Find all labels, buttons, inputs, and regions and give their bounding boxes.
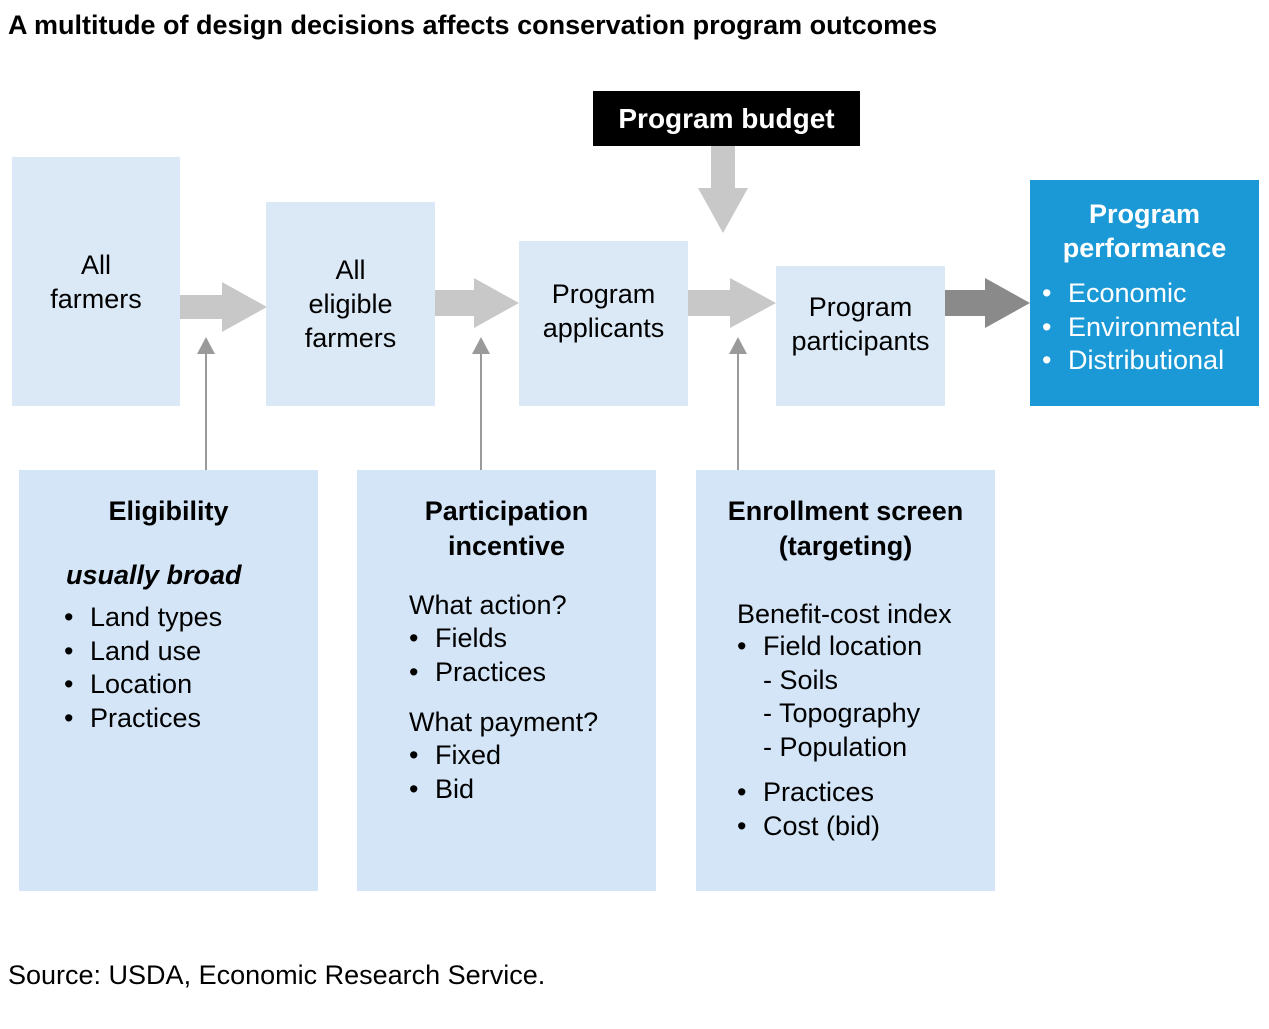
participation-incentive-panel: Participation incentive What action? •Fi…	[357, 470, 656, 891]
sub-list-item: - Population	[763, 731, 908, 762]
performance-item: •Environmental	[1042, 311, 1241, 342]
enrollment-other-list: •Practices •Cost (bid)	[737, 776, 880, 843]
connector-enrollment-head	[729, 337, 747, 354]
stage-all-farmers: All farmers	[12, 157, 180, 406]
list-item: •Field location	[737, 631, 923, 661]
source-note: Source: USDA, Economic Research Service.	[8, 960, 546, 990]
enrollment-title: Enrollment screen (targeting)	[727, 496, 964, 561]
stage-label-line: applicants	[542, 312, 665, 343]
incentive-title: Participation incentive	[424, 496, 589, 561]
eligibility-list: •Land types •Land use •Location •Practic…	[64, 601, 222, 735]
arrow-applicants-to-participants	[688, 278, 776, 328]
eligibility-subtitle: usually broad	[66, 560, 242, 590]
stage-label-line: farmers	[304, 323, 397, 353]
enrollment-screen-panel: Enrollment screen (targeting) Benefit-co…	[696, 470, 995, 891]
list-item: •Land use	[64, 635, 202, 666]
stage-label-line: All	[80, 249, 111, 280]
eligibility-title: Eligibility	[108, 496, 229, 526]
list-item: •Practices	[64, 702, 202, 733]
sub-list-item: - Soils	[763, 664, 839, 695]
performance-item: •Economic	[1042, 278, 1187, 308]
stage-label-line: eligible	[308, 289, 393, 319]
list-item: •Land types	[64, 602, 223, 632]
list-item: •Cost (bid)	[737, 810, 881, 841]
stage-eligible-farmers: All eligible farmers	[266, 202, 435, 406]
arrow-budget-down	[698, 146, 748, 233]
payment-list: •Fixed •Bid	[409, 739, 501, 806]
stage-program-participants: Program participants	[776, 266, 945, 406]
stage-label-line: farmers	[50, 283, 142, 314]
benefit-cost-heading: Benefit-cost index	[737, 599, 952, 629]
action-heading: What action?	[409, 590, 567, 620]
sub-list-item: - Topography	[763, 698, 921, 728]
list-item: •Practices	[737, 777, 875, 807]
diagram-title: A multitude of design decisions affects …	[8, 10, 938, 40]
arrow-farmers-to-eligible	[178, 282, 267, 332]
stage-program-applicants: Program applicants	[519, 241, 688, 406]
list-item: •Location	[64, 669, 193, 699]
program-budget-box: Program budget	[593, 91, 860, 146]
list-item: •Fixed	[409, 740, 502, 770]
list-item: •Practices	[409, 656, 547, 687]
stage-label-line: Program	[551, 278, 656, 309]
stage-label-line: Program	[808, 292, 913, 322]
location-list: •Field location - Soils - Topography - P…	[737, 630, 922, 764]
performance-item: •Distributional	[1042, 345, 1225, 375]
performance-list: •Economic •Environmental •Distributional	[1042, 277, 1241, 378]
connector-eligibility-head	[197, 337, 215, 354]
arrow-eligible-to-applicants	[435, 278, 519, 328]
connector-incentive-head	[472, 337, 490, 354]
payment-heading: What payment?	[409, 707, 599, 737]
list-item: •Fields	[409, 623, 508, 653]
arrow-participants-to-performance	[945, 278, 1030, 328]
eligibility-panel: Eligibility usually broad •Land types •L…	[19, 470, 318, 891]
stage-label-line: All	[335, 255, 366, 285]
list-item: •Bid	[409, 773, 475, 804]
action-list: •Fields •Practices	[409, 622, 546, 689]
stage-label-line: participants	[791, 326, 930, 356]
performance-title: Program performance	[1062, 199, 1227, 263]
program-performance-box: Program performance •Economic •Environme…	[1030, 180, 1259, 406]
